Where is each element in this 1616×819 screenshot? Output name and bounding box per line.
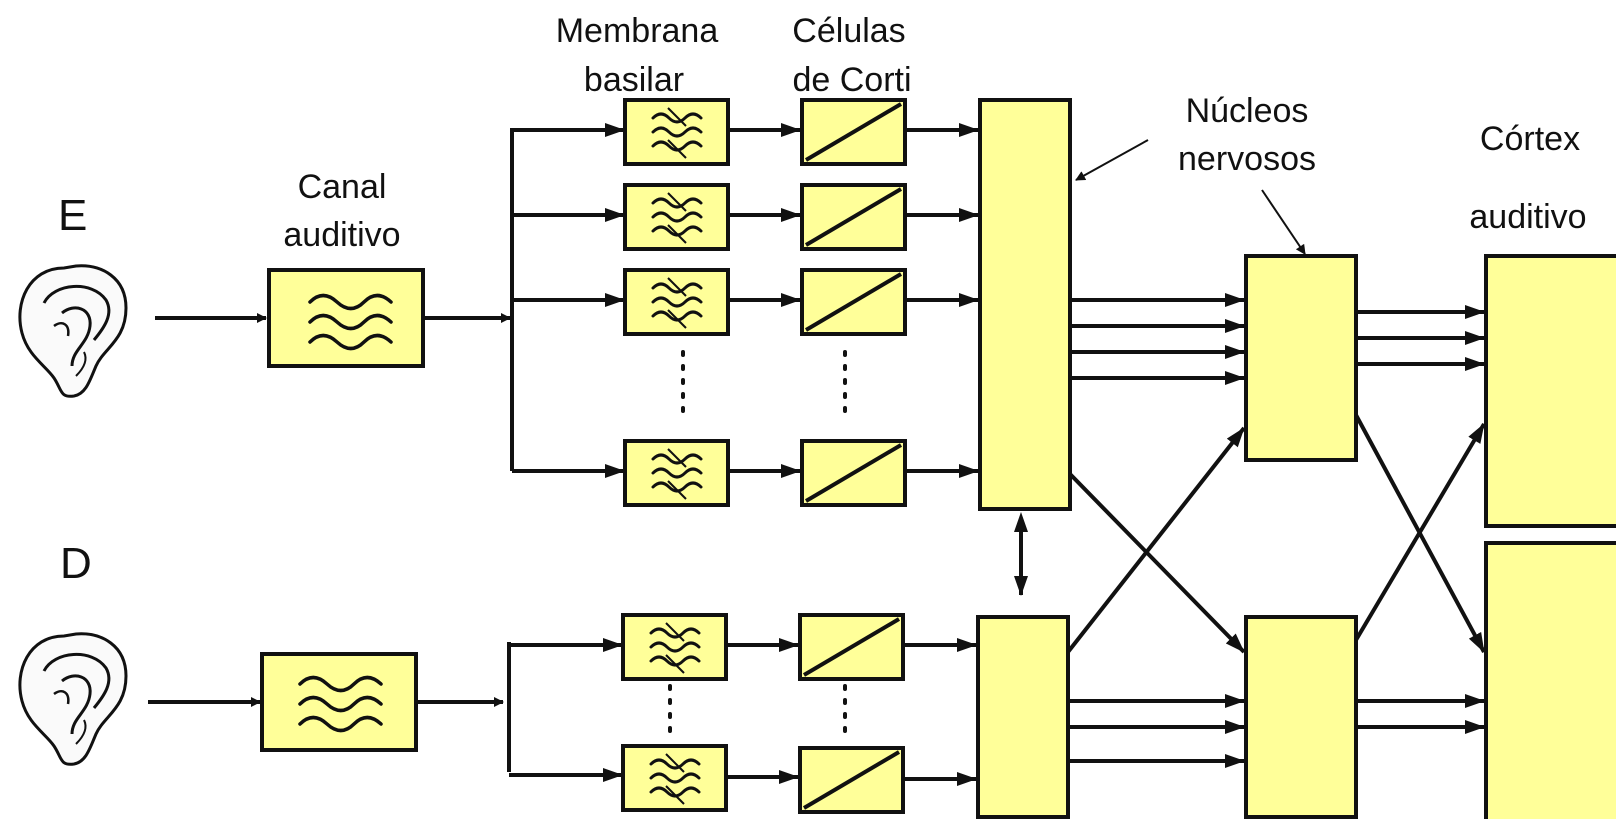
diagonal-line-icon bbox=[804, 102, 903, 162]
nerve-nuclei-pointer bbox=[1261, 189, 1306, 255]
corti-transducer bbox=[800, 268, 907, 336]
corti-transducer bbox=[800, 183, 907, 251]
diagonal-line-icon bbox=[804, 443, 903, 503]
corti-transducer bbox=[798, 613, 905, 681]
corti-transducer bbox=[798, 746, 905, 814]
ear-canal-label-line1: Canal bbox=[298, 168, 387, 206]
bus-to-basilar-arrows bbox=[509, 123, 625, 782]
wave-filter-icon bbox=[651, 192, 703, 244]
corti-cells-label-line2: de Corti bbox=[792, 61, 911, 99]
nerve-nuclei-label-line2: nervosos bbox=[1178, 140, 1316, 178]
wave-filter-icon bbox=[651, 448, 703, 500]
wave-filter-icon bbox=[649, 753, 701, 805]
basilar-filter bbox=[623, 268, 730, 336]
corti-transducer bbox=[800, 439, 907, 507]
corti-transducer bbox=[800, 98, 907, 166]
nerve-nuclei-label-line1: Núcleos bbox=[1186, 92, 1309, 130]
wave-filter-icon bbox=[298, 675, 383, 733]
diagonal-line-icon bbox=[804, 187, 903, 247]
basilar-membrane-label-line2: basilar bbox=[584, 61, 684, 99]
superior-nucleus-right bbox=[1244, 615, 1358, 819]
ear-canal-label-line2: auditivo bbox=[283, 216, 400, 254]
basilar-to-corti-arrows bbox=[726, 123, 801, 784]
ear-canal-filter-right bbox=[260, 652, 418, 752]
basilar-filter bbox=[623, 98, 730, 166]
wave-filter-icon bbox=[649, 622, 701, 674]
basilar-filter bbox=[621, 613, 728, 681]
corti-cells-label-line1: Células bbox=[792, 12, 905, 50]
nerve-nuclei-pointer bbox=[1075, 139, 1149, 181]
cochlear-nucleus-left bbox=[978, 98, 1072, 511]
wave-filter-icon bbox=[308, 293, 393, 351]
auditory-cortex-lower bbox=[1484, 541, 1616, 819]
diagonal-line-icon bbox=[802, 750, 901, 810]
ear-icon bbox=[18, 632, 128, 766]
diagonal-line-icon bbox=[804, 272, 903, 332]
right-ear-label: D bbox=[60, 539, 92, 588]
corti-to-nucleus-arrows bbox=[903, 123, 979, 786]
diagonal-line-icon bbox=[802, 617, 901, 677]
auditory-cortex-label-line2: auditivo bbox=[1469, 198, 1586, 236]
basilar-filter bbox=[621, 744, 728, 812]
basilar-membrane-label-line1: Membrana bbox=[556, 12, 719, 50]
superior-nucleus-left bbox=[1244, 254, 1358, 462]
ear-canal-filter-left bbox=[267, 268, 425, 368]
basilar-filter bbox=[623, 439, 730, 507]
auditory-cortex-label-line1: Córtex bbox=[1480, 120, 1580, 158]
ear-icon bbox=[18, 264, 128, 398]
wave-filter-icon bbox=[651, 277, 703, 329]
auditory-cortex-upper bbox=[1484, 254, 1616, 528]
left-ear-label: E bbox=[58, 191, 87, 240]
nucleus-to-cortex-arrows bbox=[1354, 305, 1486, 734]
cochlear-nucleus-right bbox=[976, 615, 1070, 819]
wave-filter-icon bbox=[651, 107, 703, 159]
nucleus-to-olive-arrows bbox=[1066, 293, 1246, 768]
basilar-filter bbox=[623, 183, 730, 251]
